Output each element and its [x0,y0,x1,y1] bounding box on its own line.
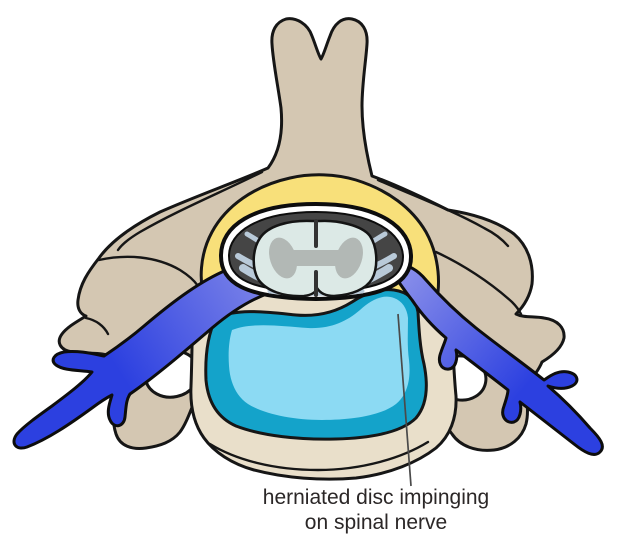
annotation-label-line1: herniated disc impinging [262,486,490,509]
dural-sac [218,201,414,302]
gray-matter [269,237,363,279]
annotation-label-line2: on spinal nerve [304,511,448,534]
spinal-nerve-right [388,263,604,456]
vertebral-body-rim-line [208,440,430,472]
spinal-nerve-left [12,263,294,450]
bone-detail-lines [84,170,523,336]
disc-nucleus-herniation [228,296,410,420]
pointer-line [397,313,412,487]
annotation-label: herniated disc impinging on spinal nerve [263,485,489,535]
